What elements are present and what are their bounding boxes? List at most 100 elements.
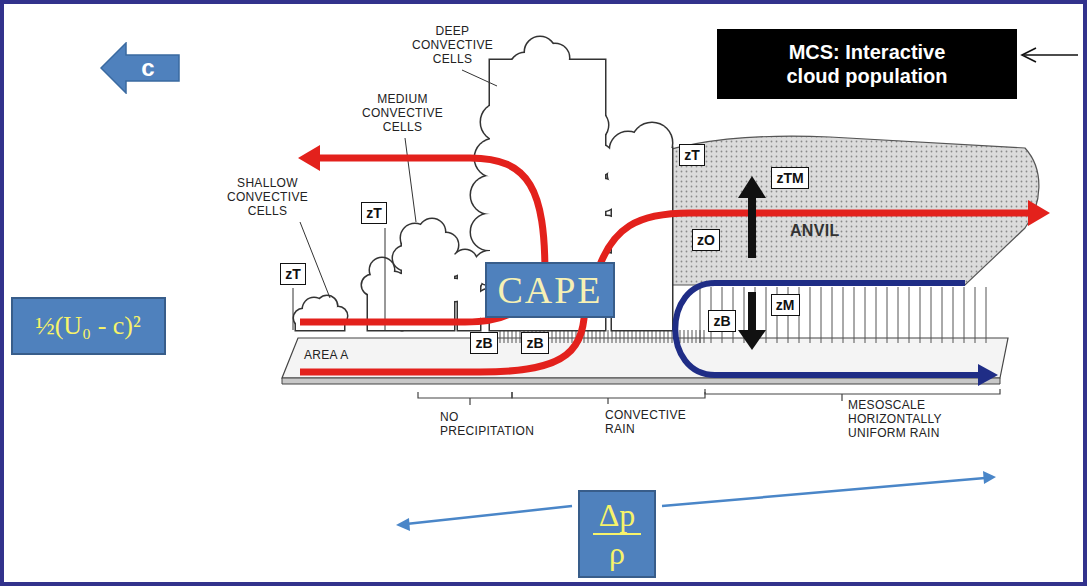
cloud-fill — [294, 37, 672, 330]
rain-line — [568, 330, 569, 343]
height-label: zT — [285, 266, 301, 282]
rain-line — [564, 330, 565, 343]
rain-line — [821, 287, 822, 343]
height-box: zT — [361, 202, 387, 224]
height-label: zT — [366, 205, 382, 221]
rain-line — [552, 330, 553, 343]
text-group: zT — [285, 266, 301, 282]
rain-line — [854, 287, 855, 343]
rain-label: MESOSCALE HORIZONTALLY UNIFORM RAIN — [848, 398, 963, 440]
text-group: zT — [684, 147, 700, 163]
leader-line — [300, 222, 330, 298]
rain-line — [608, 330, 609, 343]
rain-line — [909, 287, 910, 343]
rain-line — [843, 287, 844, 343]
rain-line — [692, 330, 693, 343]
rain-line — [596, 330, 597, 343]
height-box: zT — [679, 144, 705, 166]
rain-line — [616, 330, 617, 343]
rain-line — [920, 287, 921, 343]
rain-line — [887, 287, 888, 343]
rain-line — [942, 287, 943, 343]
arrow-shape — [100, 42, 180, 94]
rain-line — [986, 287, 987, 343]
title-box: MCS: Interactive cloud population — [717, 29, 1017, 99]
energy-term: ½(U₀ - c)² — [35, 310, 141, 342]
rain-line — [644, 330, 645, 343]
arrow-outline — [101, 43, 179, 93]
updraft-shaft — [748, 196, 756, 258]
height-label: zB — [713, 313, 730, 329]
rain-line — [696, 330, 697, 343]
height-box: zM — [771, 294, 800, 316]
fraction-part: ρ — [609, 535, 625, 571]
rain-line — [632, 330, 633, 343]
height-label: zTM — [776, 170, 803, 186]
height-line — [293, 228, 385, 330]
height-box: zB — [521, 332, 549, 354]
outflow-arrow — [316, 158, 545, 275]
text-group: zTM — [776, 170, 803, 186]
rain-line — [810, 287, 811, 343]
rain-line — [504, 330, 505, 343]
rain-line — [975, 287, 976, 343]
outflow-arrow — [595, 213, 1030, 280]
rain-line — [572, 330, 573, 343]
rain-line — [660, 330, 661, 343]
energy-term: CAPE — [497, 268, 602, 312]
height-box: zT — [280, 263, 306, 285]
cell-label: MEDIUM CONVECTIVE CELLS — [360, 92, 445, 134]
velocity-arrow: c — [100, 42, 180, 94]
rain-line — [898, 287, 899, 343]
downdraft-arrow — [675, 283, 980, 375]
height-label: zM — [776, 297, 795, 313]
rain-line — [636, 330, 637, 343]
arrow-head — [738, 330, 766, 350]
rain-line — [964, 287, 965, 343]
pressure-box: Δpρ — [578, 490, 656, 578]
rain-line — [628, 330, 629, 343]
rain-line — [700, 287, 701, 343]
cell-label: SHALLOW CONVECTIVE CELLS — [225, 176, 310, 218]
rain-line — [624, 330, 625, 343]
rain-line — [832, 287, 833, 343]
energy-box: ½(U₀ - c)² — [11, 297, 166, 355]
title-text: MCS: Interactive cloud population — [775, 40, 960, 88]
rain-line — [612, 330, 613, 343]
region-label: ANVIL — [790, 222, 840, 240]
ground-edge — [282, 378, 1000, 384]
velocity-symbol: c — [141, 54, 154, 82]
rain-line — [640, 330, 641, 343]
cell-label: DEEP CONVECTIVE CELLS — [410, 24, 495, 66]
pressure-arrow — [406, 506, 572, 524]
rain-line — [592, 330, 593, 343]
height-box: zB — [470, 332, 498, 354]
arrow-head — [978, 364, 998, 386]
rain-line — [508, 330, 509, 343]
rain-line — [604, 330, 605, 343]
arrow-head — [298, 145, 320, 171]
downdraft-shaft — [748, 292, 756, 332]
rain-line — [931, 287, 932, 343]
cloud-outline — [294, 37, 672, 330]
rain-line — [680, 330, 681, 343]
rain-line — [516, 330, 517, 343]
text-group: c — [125, 54, 154, 82]
rain-line — [652, 330, 653, 343]
rain-line — [600, 330, 601, 343]
rain-line — [556, 330, 557, 343]
height-label: zB — [526, 335, 543, 351]
rain-line — [700, 330, 701, 343]
pointer-head — [1022, 48, 1036, 62]
fraction-part: Δp — [593, 497, 642, 535]
rain-line — [620, 330, 621, 343]
arrow-head — [738, 176, 766, 198]
text-group: zB — [526, 335, 543, 351]
arrow-head — [396, 518, 410, 531]
rain-line — [512, 330, 513, 343]
rain-line — [876, 287, 877, 343]
height-label: zT — [684, 147, 700, 163]
rain-line — [953, 287, 954, 343]
pointer-line — [1024, 54, 1078, 56]
